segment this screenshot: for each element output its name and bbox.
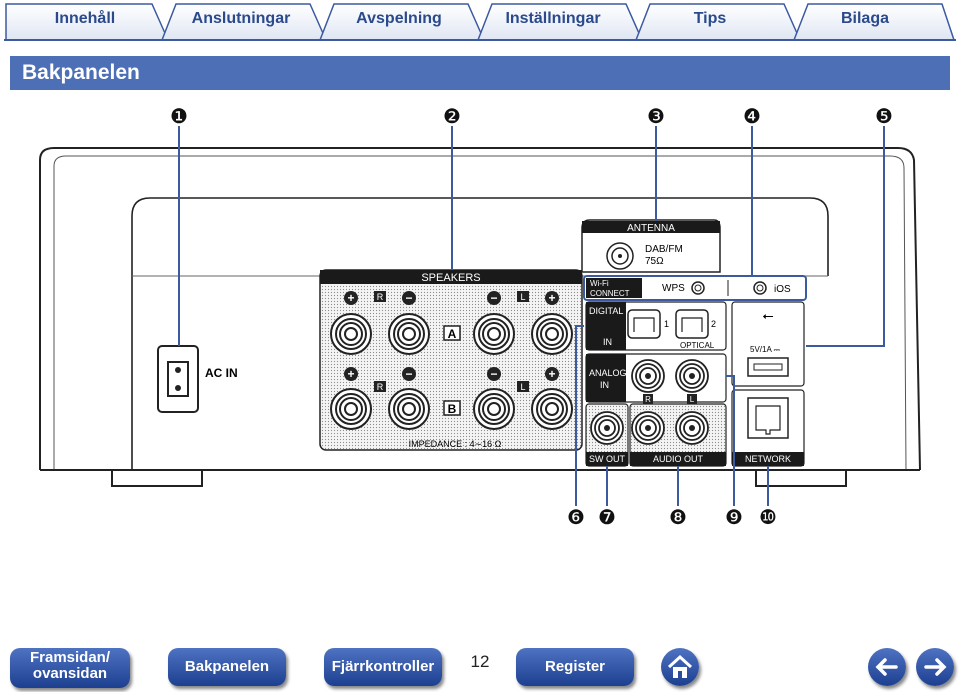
svg-text:+: + [347, 291, 354, 305]
back-arrow-icon[interactable] [868, 648, 906, 686]
callout-10: ❿ [759, 505, 777, 529]
tab-bilaga[interactable]: Bilaga [840, 10, 889, 27]
analog-label-1: ANALOG [589, 368, 627, 378]
svg-text:−: − [405, 291, 412, 305]
optical-2-port [675, 309, 709, 339]
index-button-label: Register [544, 658, 606, 675]
optical-2-label: 2 [711, 319, 716, 329]
callout-1: ❶ [170, 104, 188, 128]
usb-icon: ⭠ [762, 308, 773, 324]
tab-shape-1[interactable] [5, 3, 169, 41]
foot-left [111, 469, 203, 487]
svg-text:+: + [347, 367, 354, 381]
callout-3: ❸ [647, 104, 665, 128]
analog-r: R [645, 395, 651, 404]
tab-anslutningar[interactable]: Anslutningar [191, 10, 291, 27]
usb-rating-label: 5V/1A ⎓ [750, 345, 781, 354]
antenna-label: ANTENNA [627, 223, 675, 234]
chassis-inner-outline [53, 155, 907, 471]
terminal-b-label: B [448, 402, 457, 416]
title-bar: Bakpanelen [10, 56, 950, 90]
ac-in-label: AC IN [205, 366, 238, 380]
svg-text:+: + [548, 367, 555, 381]
home-button-label-2: ovansidan [32, 665, 108, 682]
page-number: 12 [470, 652, 490, 671]
analog-label-2: IN [600, 380, 609, 390]
svg-text:−: − [405, 367, 412, 381]
tab-innehall[interactable]: Innehåll [54, 10, 116, 27]
tab-shape-4[interactable] [477, 3, 643, 41]
callout-2: ❷ [443, 104, 461, 128]
speaker-a-l: L [520, 292, 525, 302]
chassis-outline [39, 147, 921, 471]
digital-label: DIGITAL [589, 306, 623, 316]
page-title: Bakpanelen [22, 61, 140, 84]
analog-l: L [690, 395, 695, 404]
tab-bar: Innehåll Anslutningar Avspelning Inställ… [0, 0, 960, 42]
svg-text:+: + [548, 291, 555, 305]
tab-shape-5[interactable] [635, 3, 801, 41]
remote-control-button-label: Fjärrkontroller [331, 658, 435, 675]
callout-6: ❻ [567, 505, 585, 529]
tab-avspelning[interactable]: Avspelning [356, 10, 442, 27]
home-icon[interactable] [661, 648, 699, 686]
network-port [747, 397, 789, 439]
optical-1-port [627, 309, 661, 339]
speaker-a-r: R [377, 292, 384, 302]
optical-1-label: 1 [664, 319, 669, 329]
tab-shapes [4, 3, 956, 41]
back-plate [131, 197, 829, 470]
rear-panel-diagram: AC IN SPEAKERS + − − + + − − + R L R L A… [39, 104, 921, 529]
speaker-b-r: R [377, 382, 384, 392]
foot-right [755, 469, 847, 487]
tab-shape-2[interactable] [161, 3, 327, 41]
wps-label: WPS [662, 283, 685, 294]
forward-arrow-icon[interactable] [916, 648, 954, 686]
speakers-label: SPEAKERS [421, 272, 480, 284]
rear-panel-button-label: Bakpanelen [184, 658, 270, 675]
impedance-label: IMPEDANCE : 4∼16 Ω [409, 439, 502, 449]
remote-control-button[interactable]: Fjärrkontroller [324, 648, 442, 686]
callout-5: ❺ [875, 104, 893, 128]
ohm-label: 75Ω [645, 256, 664, 267]
index-button[interactable]: Register [516, 648, 634, 686]
wifi-label-1: Wi-Fi [590, 279, 609, 288]
terminal-a-label: A [448, 327, 457, 341]
tab-tips[interactable]: Tips [693, 10, 727, 27]
sw-out-label: SW OUT [589, 454, 625, 464]
speaker-b-l: L [520, 382, 525, 392]
tab-shape-3[interactable] [319, 3, 485, 41]
dabfm-label: DAB/FM [645, 244, 683, 255]
audio-out-label: AUDIO OUT [653, 454, 704, 464]
svg-text:−: − [490, 367, 497, 381]
network-label: NETWORK [745, 454, 791, 464]
digital-in-label: IN [603, 337, 612, 347]
callout-8: ❽ [669, 505, 687, 529]
rear-panel-button[interactable]: Bakpanelen [168, 648, 286, 686]
ios-label: iOS [774, 284, 791, 295]
home-button[interactable]: Framsidan/ ovansidan [10, 648, 130, 688]
callout-7: ❼ [598, 505, 616, 529]
wifi-label-2: CONNECT [590, 289, 630, 298]
tab-shape-6[interactable] [793, 3, 955, 41]
svg-text:−: − [490, 291, 497, 305]
tab-installningar[interactable]: Inställningar [505, 10, 601, 27]
optical-label: OPTICAL [680, 341, 715, 350]
callout-4: ❹ [743, 104, 761, 128]
callout-9: ❾ [725, 505, 743, 529]
home-button-label-1: Framsidan/ [29, 649, 111, 666]
ac-in-socket [157, 345, 199, 413]
